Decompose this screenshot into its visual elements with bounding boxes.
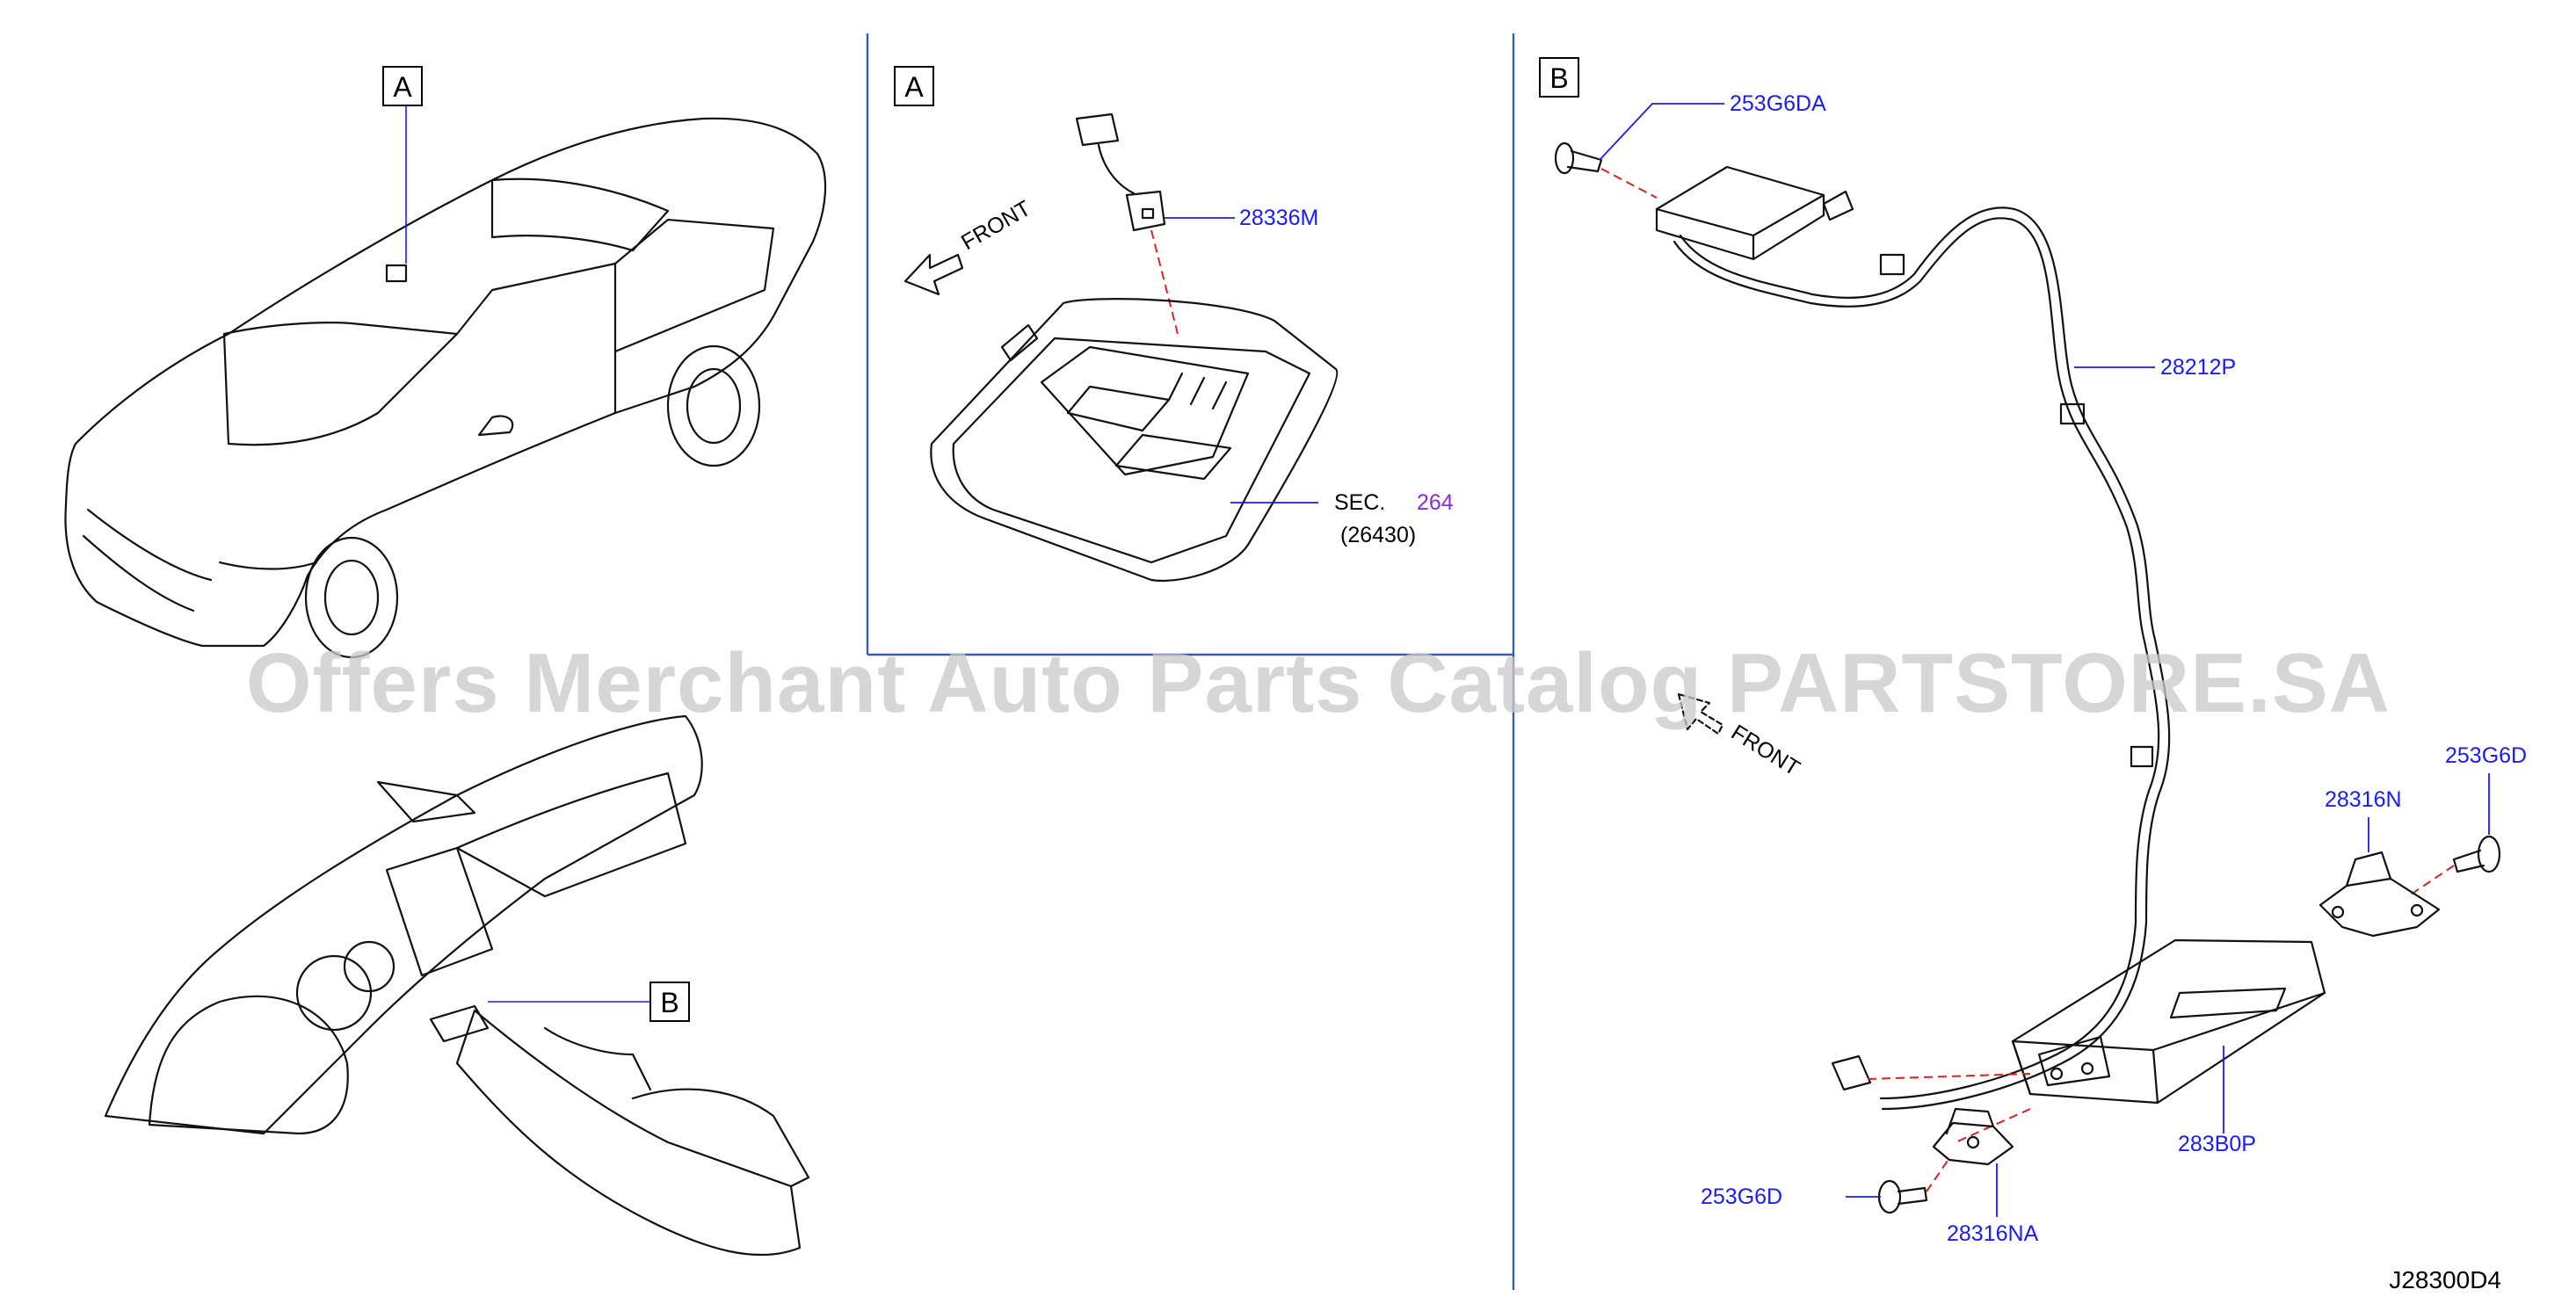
callout-box-b-dash [649,982,690,1022]
bracket-28316n [2318,851,2441,938]
hidden-line-b1 [1600,168,1658,199]
map-lamp-switch-connector [1075,112,1166,232]
harness-clip-2 [2059,402,2086,425]
sec-prefix: SEC. [1334,490,1385,515]
control-unit-283b0p [2011,938,2326,1105]
part-28316n[interactable]: 28316N [2325,787,2402,812]
screw-253g6da [1554,141,1603,175]
part-28336m[interactable]: 28336M [1239,206,1318,230]
front-arrow-b [1677,692,1724,735]
part-283b0p[interactable]: 283B0P [2178,1132,2256,1156]
part-253g6d-left[interactable]: 253G6D [1701,1184,1782,1209]
sec-number[interactable]: 264 [1417,490,1454,515]
part-28316na[interactable]: 28316NA [1947,1221,2039,1246]
screw-253g6d-left [1877,1179,1928,1214]
overhead-console [930,298,1339,582]
part-253g6d-right[interactable]: 253G6D [2445,743,2527,768]
harness-clip-3 [2130,745,2154,768]
harness-end-connector [1831,1054,1872,1091]
diagram-id: J28300D4 [2389,1266,2501,1293]
part-28212p[interactable]: 28212P [2160,355,2236,380]
screw-253g6d-right [2452,835,2501,873]
hidden-line-a [1150,229,1179,335]
bracket-28316na [1932,1107,2014,1166]
front-label-a: FRONT [957,196,1035,255]
callout-a-car: A [393,71,412,103]
harness-clip-1 [1879,253,1905,276]
harness-28212p [1673,217,2160,1100]
telematics-module [1655,165,1854,261]
hidden-line-b2 [2407,865,2455,897]
callout-box-a-car [382,66,423,106]
sec-sub: (26430) [1340,523,1416,547]
watermark: Offers Merchant Auto Parts Catalog PARTS… [246,636,2391,730]
leader-253g6da [1599,103,1724,161]
front-arrow-a [903,253,964,296]
panel-b-title-box [1539,57,1579,98]
panel-a-title-box [894,66,934,106]
callout-b-dash: B [660,987,678,1018]
part-253g6da[interactable]: 253G6DA [1730,91,1826,116]
car-exterior-illustration [64,104,827,659]
panel-b-title: B [1549,62,1568,94]
panel-a-title: A [904,71,924,103]
hidden-line-b5 [1926,1157,1950,1192]
dashboard-illustration [104,714,810,1257]
